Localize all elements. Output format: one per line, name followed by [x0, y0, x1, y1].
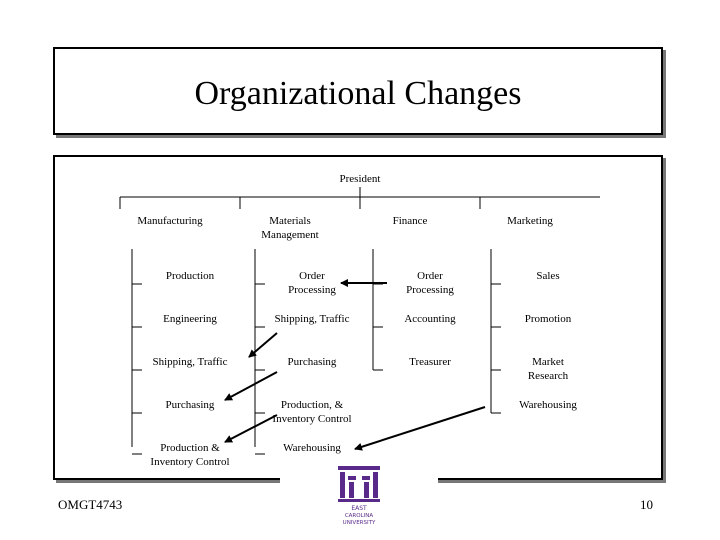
node-mat-production-inventory: Production, & Inventory Control: [272, 399, 352, 425]
dept-finance: Finance: [392, 215, 428, 227]
node-fin-accounting: Accounting: [404, 313, 456, 325]
node-fin-order-processing: Order Processing: [406, 270, 454, 296]
node-mkt-warehousing: Warehousing: [519, 399, 577, 411]
arrow-purchasing: [224, 371, 278, 401]
node-mat-shipping: Shipping, Traffic: [274, 313, 350, 325]
node-mkt-market-research: Market Research: [527, 356, 569, 382]
title-box: Organizational Changes: [53, 47, 663, 135]
dept-materials-management: Materials Management: [261, 215, 319, 241]
node-president: President: [339, 173, 381, 185]
arrow-production: [224, 414, 278, 443]
node-mfg-engineering: Engineering: [163, 313, 217, 325]
arrow-warehousing: [354, 406, 486, 451]
footer-page-number: 10: [640, 497, 653, 512]
arrow-shipping: [248, 332, 278, 358]
node-mfg-production-inventory: Production & Inventory Control: [150, 442, 230, 468]
org-chart: President Manufacturing Materials Manage…: [53, 155, 663, 480]
dept-marketing: Marketing: [507, 215, 553, 227]
footer-course: OMGT4743: [58, 497, 123, 512]
logo-line-2: CAROLINA: [345, 513, 374, 519]
node-mat-purchasing: Purchasing: [287, 356, 337, 368]
node-mfg-shipping: Shipping, Traffic: [152, 356, 228, 368]
node-mat-warehousing: Warehousing: [283, 442, 341, 454]
node-mat-order-processing: Order Processing: [288, 270, 336, 296]
logo-line-3: UNIVERSITY: [343, 520, 376, 526]
node-mkt-sales: Sales: [536, 270, 560, 282]
node-fin-treasurer: Treasurer: [409, 356, 451, 368]
slide-title: Organizational Changes: [194, 75, 522, 112]
dept-manufacturing: Manufacturing: [137, 215, 203, 227]
ecu-logo: EAST CAROLINA UNIVERSITY: [338, 466, 380, 526]
logo-backdrop: [280, 468, 438, 498]
logo-line-1: EAST: [351, 505, 367, 512]
node-mkt-promotion: Promotion: [524, 313, 572, 325]
node-mfg-purchasing: Purchasing: [165, 399, 215, 411]
org-chart-connectors: [119, 187, 600, 455]
node-mfg-production: Production: [165, 270, 215, 282]
